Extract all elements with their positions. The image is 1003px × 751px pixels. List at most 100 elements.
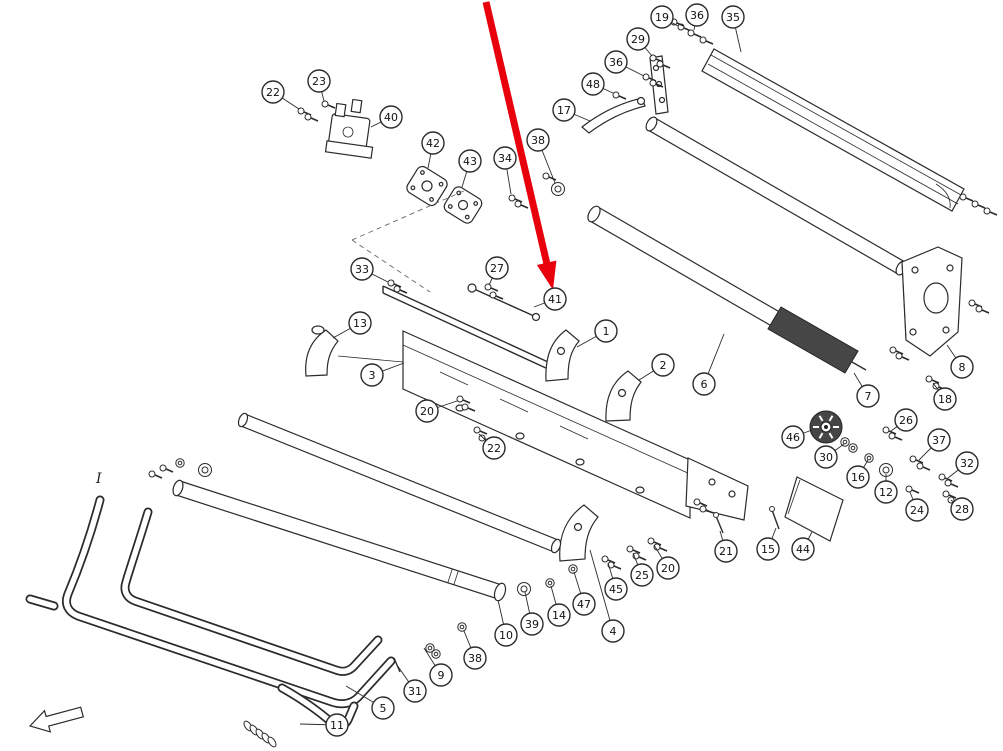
callout-balloon[interactable] — [950, 497, 974, 521]
callout-35[interactable]: 35 — [721, 5, 745, 53]
callout-15[interactable]: 15 — [756, 527, 780, 561]
bearing-icon — [551, 182, 565, 196]
callout-13[interactable]: 13 — [332, 311, 372, 339]
callout-balloon[interactable] — [552, 98, 576, 122]
lower-roller-part — [237, 412, 562, 554]
callout-balloon[interactable] — [572, 592, 596, 616]
callout-balloon[interactable] — [348, 311, 372, 335]
callout-balloon[interactable] — [950, 355, 974, 379]
screw-icon — [612, 91, 627, 100]
callout-balloon[interactable] — [547, 603, 571, 627]
callout-22[interactable]: 22 — [478, 433, 506, 460]
callout-32[interactable]: 32 — [947, 451, 979, 479]
callout-48[interactable]: 48 — [581, 72, 614, 96]
callout-balloon[interactable] — [482, 436, 506, 460]
callout-balloon[interactable] — [874, 480, 898, 504]
callout-balloon[interactable] — [656, 556, 680, 580]
callout-2[interactable]: 2 — [638, 353, 675, 381]
callout-balloon[interactable] — [714, 539, 738, 563]
callout-37[interactable]: 37 — [918, 428, 951, 461]
callout-balloon[interactable] — [601, 619, 625, 643]
callout-balloon[interactable] — [325, 713, 349, 737]
callout-38[interactable]: 38 — [463, 630, 487, 670]
callout-balloon[interactable] — [650, 5, 674, 29]
callout-balloon[interactable] — [846, 465, 870, 489]
callout-balloon[interactable] — [379, 105, 403, 129]
callout-28[interactable]: 28 — [950, 497, 974, 521]
callout-40[interactable]: 40 — [370, 105, 403, 129]
callout-12[interactable]: 12 — [874, 474, 898, 504]
callout-balloon[interactable] — [261, 80, 285, 104]
callout-43[interactable]: 43 — [458, 149, 482, 188]
callout-balloon[interactable] — [791, 537, 815, 561]
callout-45[interactable]: 45 — [604, 562, 628, 601]
callout-balloon[interactable] — [933, 387, 957, 411]
callout-22[interactable]: 22 — [261, 80, 300, 110]
callout-balloon[interactable] — [955, 451, 979, 475]
callout-1[interactable]: 1 — [576, 319, 618, 348]
callout-balloon[interactable] — [756, 537, 780, 561]
callout-balloon[interactable] — [307, 69, 331, 93]
callout-balloon[interactable] — [403, 679, 427, 703]
callout-balloon[interactable] — [604, 50, 628, 74]
callout-30[interactable]: 30 — [814, 443, 845, 469]
callout-46[interactable]: 46 — [781, 425, 813, 449]
callout-18[interactable]: 18 — [932, 382, 957, 411]
callout-17[interactable]: 17 — [552, 98, 591, 122]
callout-34[interactable]: 34 — [493, 146, 517, 195]
callout-16[interactable]: 16 — [846, 459, 870, 489]
callout-41[interactable]: 41 — [533, 287, 567, 311]
callout-balloon[interactable] — [350, 257, 374, 281]
callout-23[interactable]: 23 — [307, 69, 331, 102]
callout-balloon[interactable] — [415, 399, 439, 423]
callout-balloon[interactable] — [371, 696, 395, 720]
callout-14[interactable]: 14 — [547, 585, 571, 627]
callout-balloon[interactable] — [485, 256, 509, 280]
callout-8[interactable]: 8 — [946, 344, 974, 379]
callout-balloon[interactable] — [692, 372, 716, 396]
callout-36[interactable]: 36 — [604, 50, 645, 77]
callout-balloon[interactable] — [626, 27, 650, 51]
callout-balloon[interactable] — [526, 128, 550, 152]
callout-balloon[interactable] — [360, 363, 384, 387]
callout-balloon[interactable] — [685, 3, 709, 27]
callout-balloon[interactable] — [494, 623, 518, 647]
callout-24[interactable]: 24 — [905, 491, 929, 522]
callout-3[interactable]: 3 — [360, 362, 405, 387]
callout-balloon[interactable] — [429, 663, 453, 687]
callout-33[interactable]: 33 — [350, 257, 389, 283]
callout-balloon[interactable] — [520, 612, 544, 636]
callout-balloon[interactable] — [594, 319, 618, 343]
callout-39[interactable]: 39 — [520, 591, 544, 636]
callout-balloon[interactable] — [814, 445, 838, 469]
callout-6[interactable]: 6 — [692, 333, 725, 396]
callout-7[interactable]: 7 — [853, 372, 880, 408]
callout-47[interactable]: 47 — [572, 571, 596, 616]
callout-21[interactable]: 21 — [714, 530, 738, 563]
callout-31[interactable]: 31 — [396, 664, 427, 703]
callout-balloon[interactable] — [927, 428, 951, 452]
callout-balloon[interactable] — [721, 5, 745, 29]
callout-29[interactable]: 29 — [626, 27, 653, 57]
callout-10[interactable]: 10 — [494, 599, 518, 647]
callout-42[interactable]: 42 — [421, 131, 445, 169]
callout-27[interactable]: 27 — [485, 256, 509, 286]
callout-balloon[interactable] — [781, 425, 805, 449]
callout-balloon[interactable] — [894, 408, 918, 432]
callout-balloon[interactable] — [651, 353, 675, 377]
callout-balloon[interactable] — [905, 498, 929, 522]
callout-balloon[interactable] — [463, 646, 487, 670]
callout-balloon[interactable] — [630, 563, 654, 587]
callout-balloon[interactable] — [581, 72, 605, 96]
callout-38[interactable]: 38 — [526, 128, 556, 184]
callout-balloon[interactable] — [458, 149, 482, 173]
callout-36[interactable]: 36 — [685, 3, 709, 31]
callout-balloon[interactable] — [421, 131, 445, 155]
callout-balloon[interactable] — [604, 577, 628, 601]
callout-44[interactable]: 44 — [791, 531, 815, 561]
callout-26[interactable]: 26 — [890, 408, 918, 432]
callout-balloon[interactable] — [493, 146, 517, 170]
callout-balloon[interactable] — [543, 287, 567, 311]
callout-balloon[interactable] — [856, 384, 880, 408]
screw-icon — [699, 36, 714, 45]
